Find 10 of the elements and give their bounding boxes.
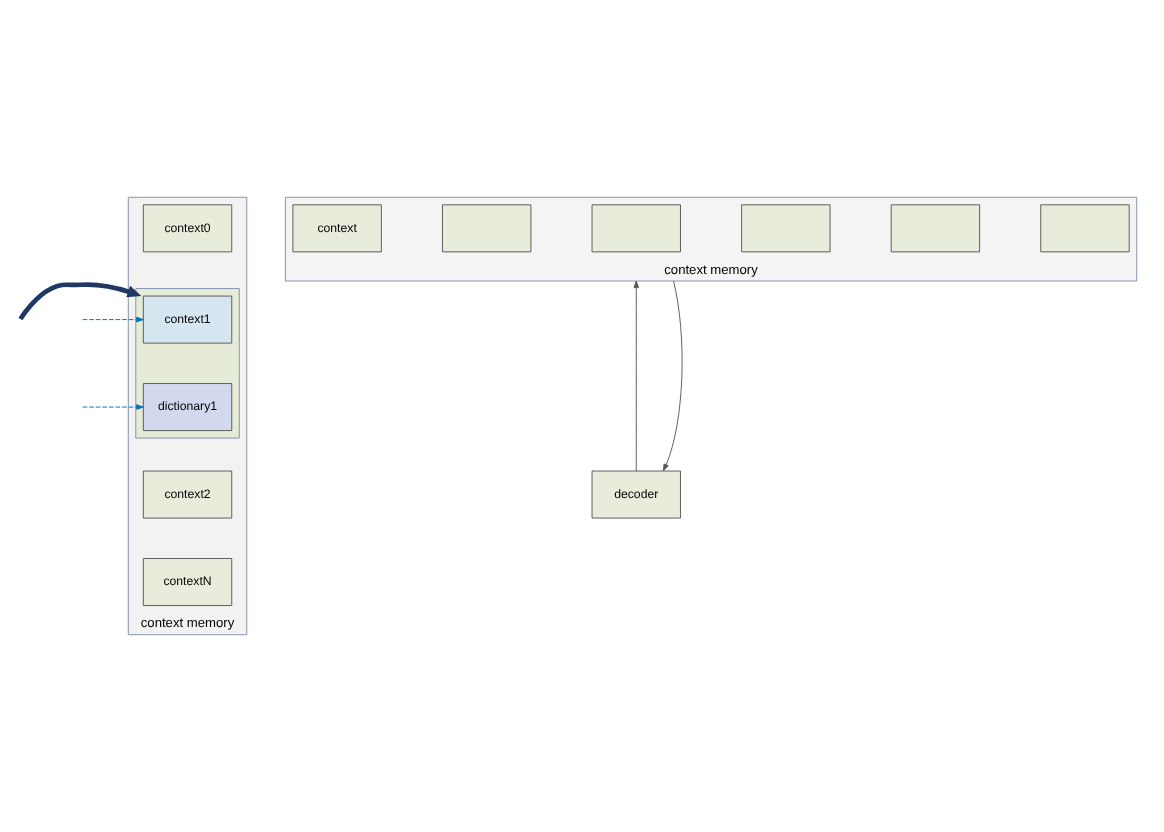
arrow — [633, 280, 640, 472]
arrow — [82, 404, 144, 410]
node-box — [890, 204, 981, 253]
arrow — [82, 316, 144, 323]
node-box — [1040, 204, 1130, 253]
arrow — [662, 280, 683, 472]
node-box — [442, 204, 532, 253]
node-box — [591, 204, 681, 253]
arrow — [18, 282, 142, 321]
node-box — [741, 204, 831, 253]
